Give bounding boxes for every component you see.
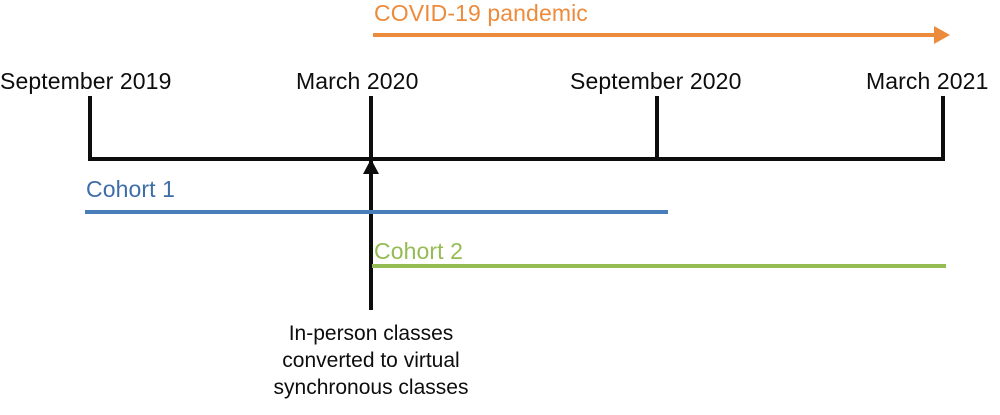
event-caption-line-1: In-person classes [288,322,454,345]
axis-tick-september-2020 [655,96,659,160]
event-caption: In-person classes converted to virtual s… [161,320,581,401]
timeline-axis [88,157,945,161]
pandemic-arrow-right-icon [934,26,950,44]
axis-label-september-2019: September 2019 [0,68,172,94]
event-marker-stem [369,160,373,310]
axis-label-march-2020: March 2020 [296,68,419,94]
axis-tick-march-2021 [941,96,945,160]
event-caption-line-3: synchronous classes [273,376,469,399]
event-marker-arrow-up-icon [363,159,379,174]
cohort-2-label: Cohort 2 [374,238,464,264]
axis-tick-march-2020 [369,96,373,160]
cohort-1-span-line [85,210,668,214]
pandemic-span-line [373,33,938,37]
axis-label-march-2021: March 2021 [866,68,989,94]
pandemic-label: COVID-19 pandemic [374,0,588,26]
axis-label-september-2020: September 2020 [570,68,742,94]
axis-tick-september-2019 [88,96,92,160]
cohort-2-span-line [372,264,946,268]
cohort-1-label: Cohort 1 [86,176,176,202]
event-caption-line-2: converted to virtual [282,349,460,372]
